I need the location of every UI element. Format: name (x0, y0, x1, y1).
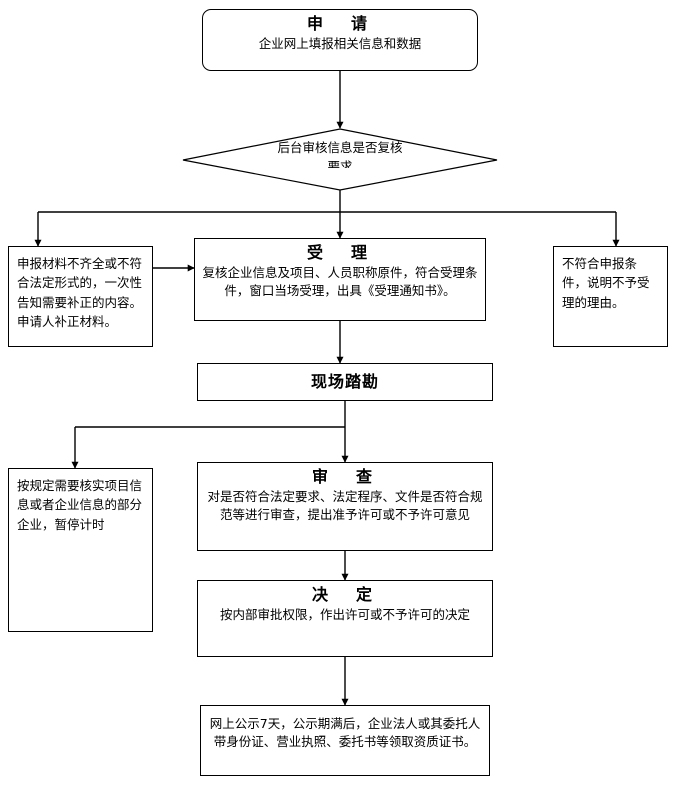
node-apply-body: 企业网上填报相关信息和数据 (258, 36, 422, 51)
node-apply-title: 申 请 (306, 14, 373, 33)
node-apply[interactable]: 申 请 企业网上填报相关信息和数据 (202, 9, 478, 71)
node-reject[interactable]: 不符合申报条件，说明不予受理的理由。 (553, 246, 668, 347)
node-supplement-body: 申报材料不齐全或不符合法定形式的，一次性告知需要补正的内容。申请人补正材料。 (17, 256, 143, 330)
node-decide-body: 按内部审批权限，作出许可或不予许可的决定 (219, 607, 470, 622)
node-publicize[interactable]: 网上公示7天，公示期满后，企业法人或其委托人带身份证、营业执照、委托书等领取资质… (200, 705, 490, 776)
node-decide-title: 决 定 (311, 585, 378, 604)
node-review-title: 审 查 (311, 467, 378, 486)
node-reject-body: 不符合申报条件，说明不予受理的理由。 (562, 256, 650, 310)
node-survey-title: 现场踏勘 (310, 372, 379, 391)
node-review[interactable]: 审 查 对是否符合法定要求、法定程序、文件是否符合规范等进行审查，提出准予许可或… (197, 462, 493, 551)
node-accept[interactable]: 受 理 复核企业信息及项目、人员职称原件，符合受理条件，窗口当场受理，出具《受理… (194, 238, 486, 321)
node-decision-line2: 要求 (327, 159, 353, 168)
node-pause[interactable]: 按规定需要核实项目信息或者企业信息的部分企业，暂停计时 (8, 468, 153, 632)
node-publicize-body: 网上公示7天，公示期满后，企业法人或其委托人带身份证、营业执照、委托书等领取资质… (209, 716, 481, 750)
node-decide[interactable]: 决 定 按内部审批权限，作出许可或不予许可的决定 (197, 580, 493, 657)
node-supplement[interactable]: 申报材料不齐全或不符合法定形式的，一次性告知需要补正的内容。申请人补正材料。 (8, 246, 153, 347)
node-decision[interactable]: 后台审核信息是否复核 要求 (183, 129, 497, 190)
node-decision-line1: 后台审核信息是否复核 (277, 140, 403, 155)
node-accept-title: 受 理 (306, 243, 373, 262)
node-survey[interactable]: 现场踏勘 (197, 363, 493, 401)
node-review-body: 对是否符合法定要求、法定程序、文件是否符合规范等进行审查，提出准予许可或不予许可… (207, 489, 483, 523)
node-accept-body: 复核企业信息及项目、人员职称原件，符合受理条件，窗口当场受理，出具《受理通知书》… (202, 265, 478, 299)
node-pause-body: 按规定需要核实项目信息或者企业信息的部分企业，暂停计时 (17, 478, 143, 532)
